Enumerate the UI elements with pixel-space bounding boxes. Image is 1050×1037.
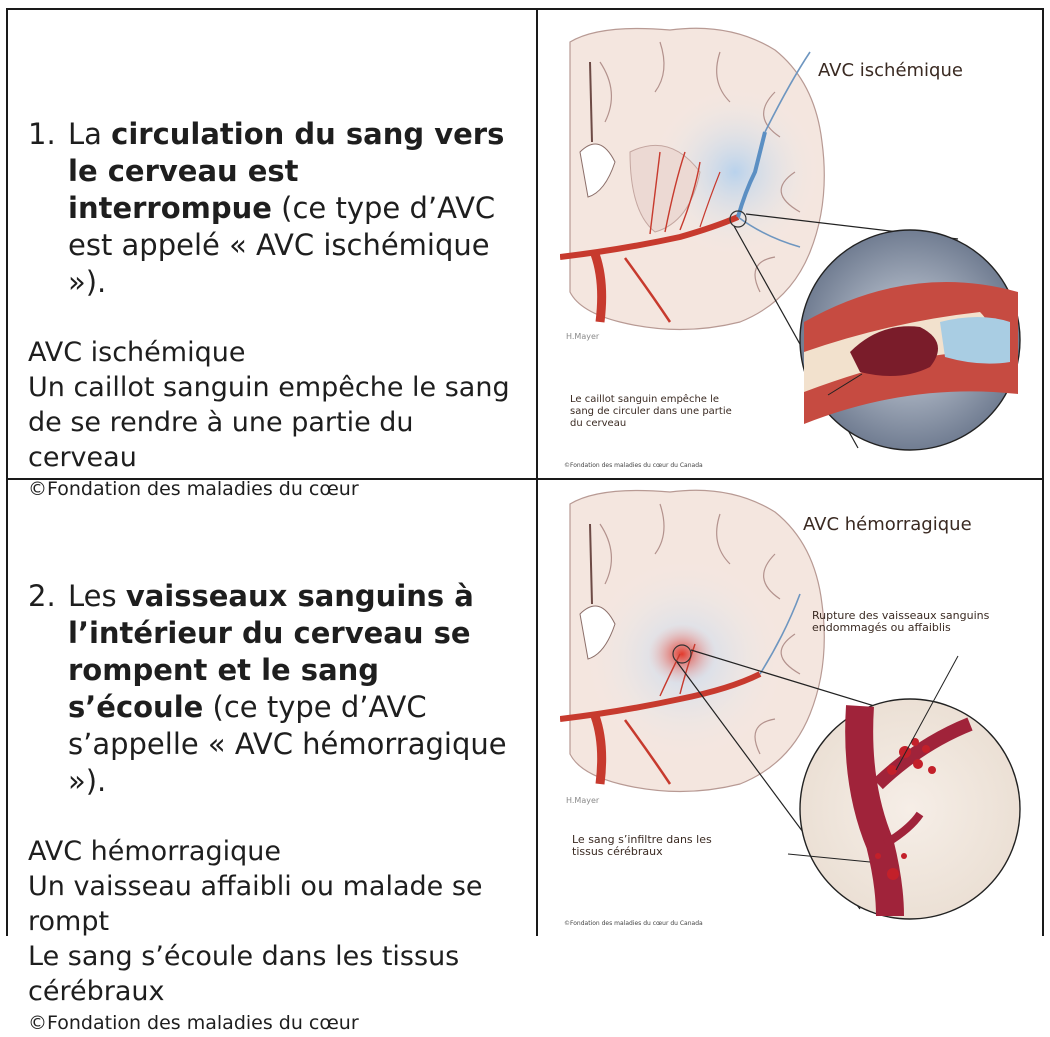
illustration-title: AVC hémorragique bbox=[803, 514, 972, 535]
illustration-callout-bottom: Le sang s’infiltre dans les tissus céréb… bbox=[572, 834, 722, 858]
caption-title: AVC hémorragique bbox=[28, 834, 528, 869]
caption-text: Un vaisseau affaibli ou malade se rompt bbox=[28, 869, 528, 939]
hemorrhagic-text-cell: 2. Les vaisseaux sanguins à l’intérieur … bbox=[28, 578, 528, 1037]
caption-text: Un caillot sanguin empêche le sang de se… bbox=[28, 370, 528, 475]
ischemic-caption: AVC ischémique Un caillot sanguin empêch… bbox=[28, 335, 528, 503]
illustration-callout-top: Rupture des vaisseaux sanguins endommagé… bbox=[812, 610, 992, 634]
ischemic-step: 1. La circulation du sang vers le cervea… bbox=[28, 116, 528, 301]
caption-title: AVC ischémique bbox=[28, 335, 528, 370]
table-divider-vertical bbox=[536, 8, 538, 936]
artist-signature: H.Mayer bbox=[566, 796, 599, 805]
credit-text: ©Fondation des maladies du cœur bbox=[28, 1009, 528, 1037]
hemorrhagic-step: 2. Les vaisseaux sanguins à l’intérieur … bbox=[28, 578, 528, 800]
step-description: La circulation du sang vers le cerveau e… bbox=[68, 116, 508, 301]
artist-signature: H.Mayer bbox=[566, 332, 599, 341]
table-border-left bbox=[6, 8, 8, 936]
illustration-title: AVC ischémique bbox=[818, 60, 963, 81]
caption-text: Le sang s’écoule dans les tissus cérébra… bbox=[28, 939, 528, 1009]
table-border-right bbox=[1042, 8, 1044, 936]
table-border-top bbox=[6, 8, 1044, 10]
hemorrhagic-stroke-illustration: AVC hémorragique Rupture des vaisseaux s… bbox=[560, 484, 1030, 934]
illustration-callout: Le caillot sanguin empêche le sang de ci… bbox=[570, 394, 740, 430]
step-description: Les vaisseaux sanguins à l’intérieur du … bbox=[68, 578, 508, 800]
ischemic-stroke-illustration: AVC ischémique H.Mayer Le caillot sangui… bbox=[560, 22, 1030, 474]
illustration-copyright: ©Fondation des maladies du cœur du Canad… bbox=[564, 920, 703, 927]
step-number: 2. bbox=[28, 578, 68, 800]
stroke-types-table: 1. La circulation du sang vers le cervea… bbox=[0, 0, 1050, 936]
step-number: 1. bbox=[28, 116, 68, 301]
credit-text: ©Fondation des maladies du cœur bbox=[28, 475, 528, 503]
ischemic-text-cell: 1. La circulation du sang vers le cervea… bbox=[28, 116, 528, 503]
illustration-copyright: ©Fondation des maladies du cœur du Canad… bbox=[564, 462, 703, 469]
